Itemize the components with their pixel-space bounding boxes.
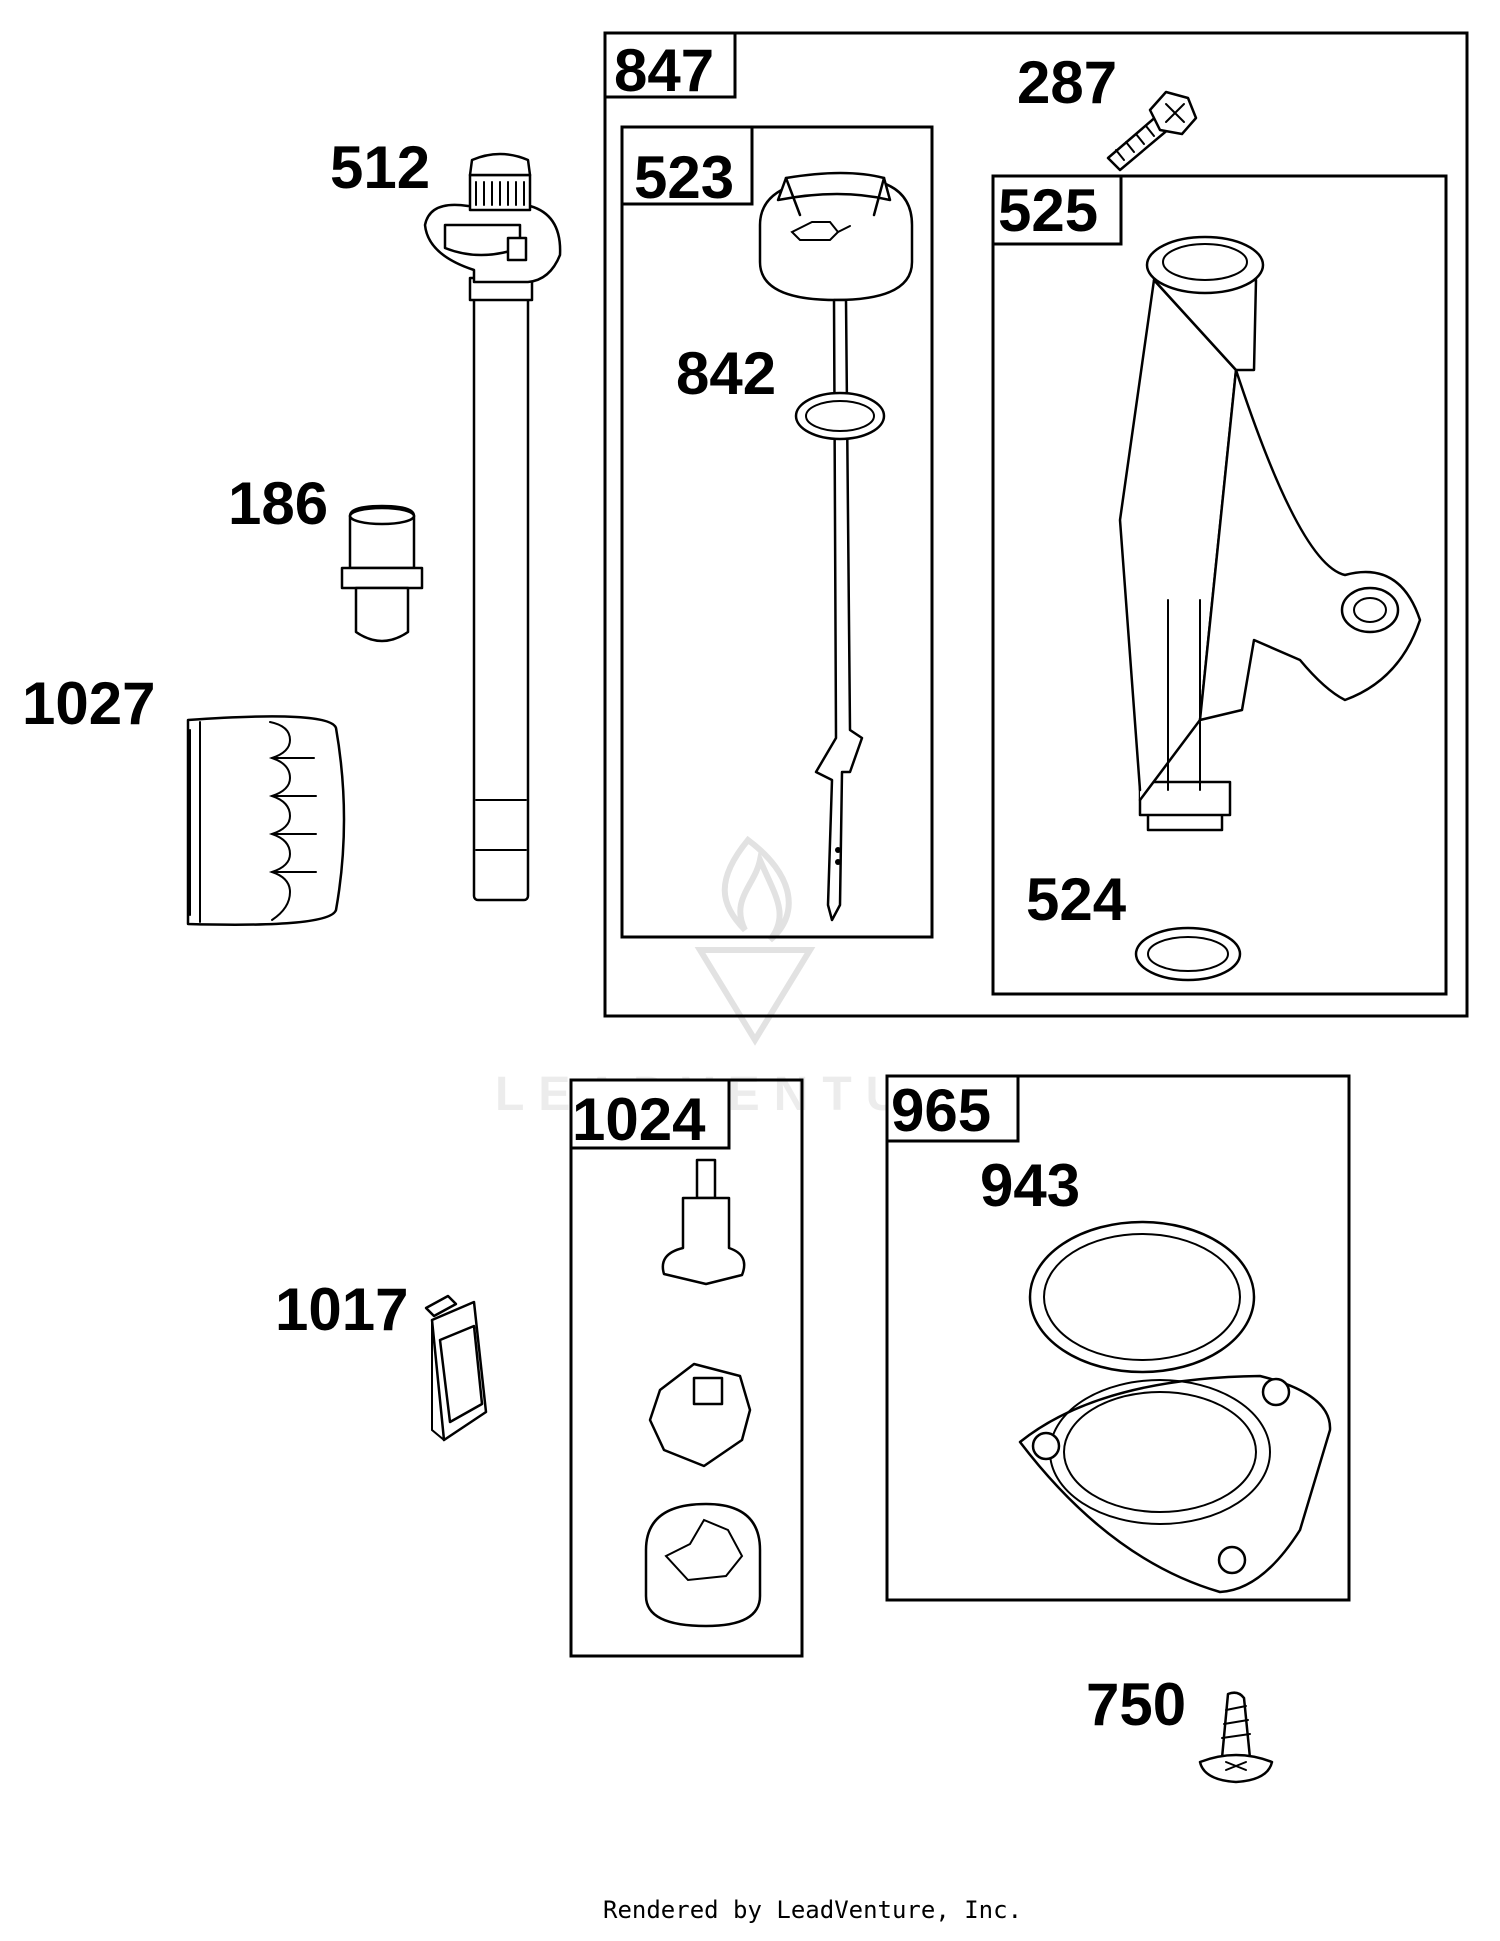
label-1027: 1027 bbox=[22, 670, 155, 737]
label-965: 965 bbox=[891, 1077, 991, 1144]
filter-1027-drawing bbox=[186, 715, 346, 926]
label-943: 943 bbox=[980, 1152, 1080, 1219]
ring-943-drawing bbox=[1028, 1220, 1256, 1374]
kit-523-box bbox=[620, 125, 934, 939]
tube-525-drawing bbox=[1118, 235, 1422, 832]
oring-842-drawing bbox=[794, 391, 886, 441]
footer-text: Rendered by LeadVenture, Inc. bbox=[603, 1896, 1022, 1924]
fitting-186-drawing bbox=[340, 504, 424, 643]
label-186: 186 bbox=[228, 470, 328, 537]
kit-1024-box bbox=[569, 1078, 804, 1658]
label-847: 847 bbox=[614, 37, 714, 104]
label-525: 525 bbox=[998, 177, 1098, 244]
label-523: 523 bbox=[634, 144, 734, 211]
label-524: 524 bbox=[1026, 866, 1127, 933]
label-512: 512 bbox=[330, 134, 430, 201]
label-842: 842 bbox=[676, 340, 776, 407]
label-1017: 1017 bbox=[275, 1276, 408, 1343]
screw-750-drawing bbox=[1198, 1691, 1274, 1784]
tube-512-drawing bbox=[423, 152, 562, 902]
oring-524-drawing bbox=[1134, 926, 1242, 982]
label-287: 287 bbox=[1017, 49, 1117, 116]
screw-287-drawing bbox=[1106, 90, 1198, 172]
watermark-logo bbox=[694, 835, 816, 1046]
kit-525-box bbox=[991, 174, 1448, 996]
pump-1024-drawing bbox=[644, 1158, 762, 1628]
dipstick-523-drawing bbox=[758, 171, 914, 922]
kit-965-box bbox=[885, 1074, 1351, 1602]
kit-847-box bbox=[603, 31, 1469, 1018]
label-750: 750 bbox=[1086, 1671, 1186, 1738]
cover-965-drawing bbox=[1018, 1374, 1332, 1594]
adapter-1017-drawing bbox=[424, 1294, 488, 1442]
label-1024: 1024 bbox=[572, 1086, 706, 1153]
